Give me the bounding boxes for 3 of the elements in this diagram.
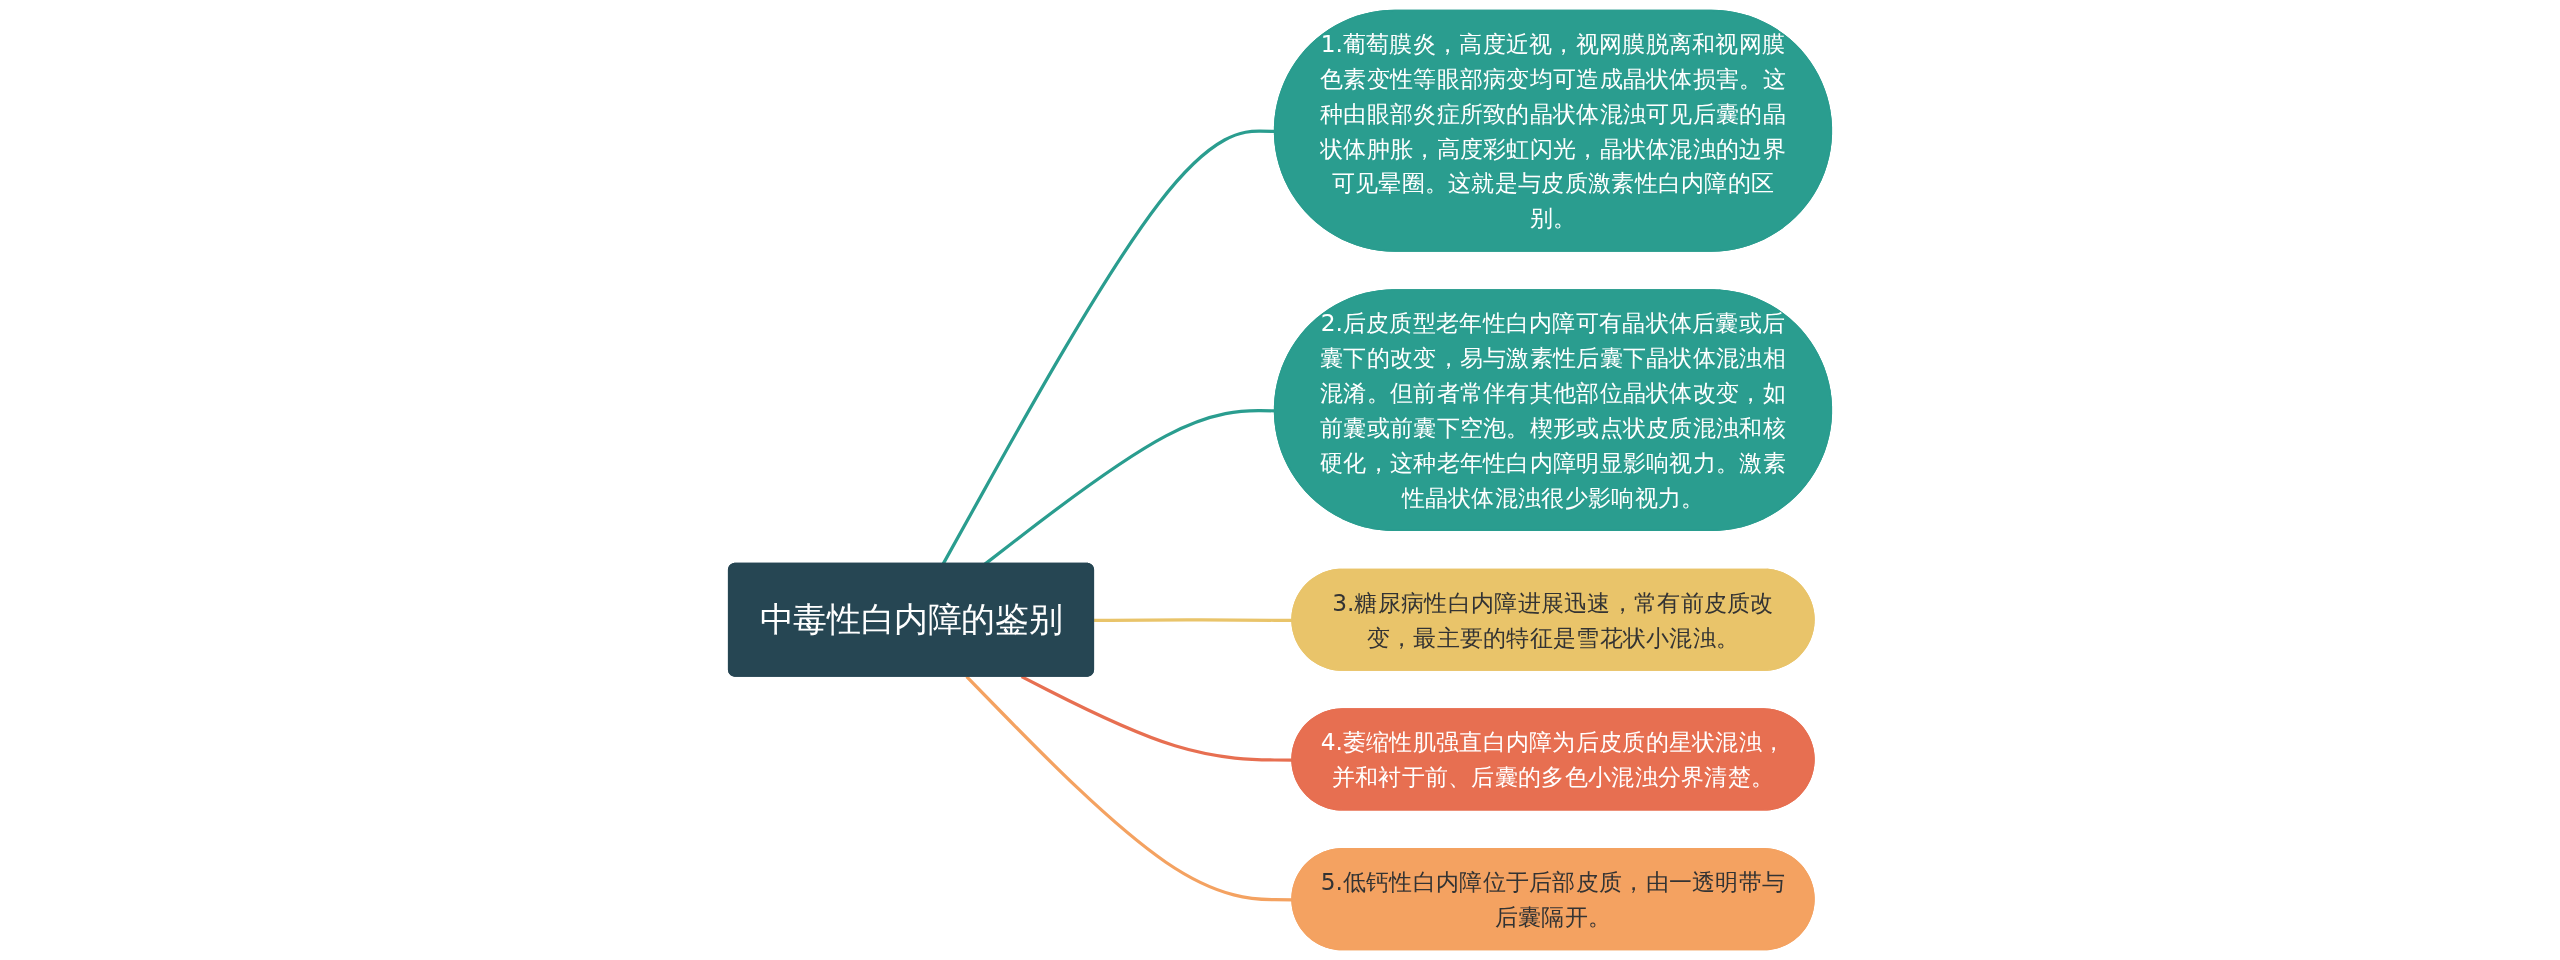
connector bbox=[1020, 675, 1293, 762]
connector bbox=[965, 675, 1293, 902]
connector bbox=[1094, 618, 1293, 622]
